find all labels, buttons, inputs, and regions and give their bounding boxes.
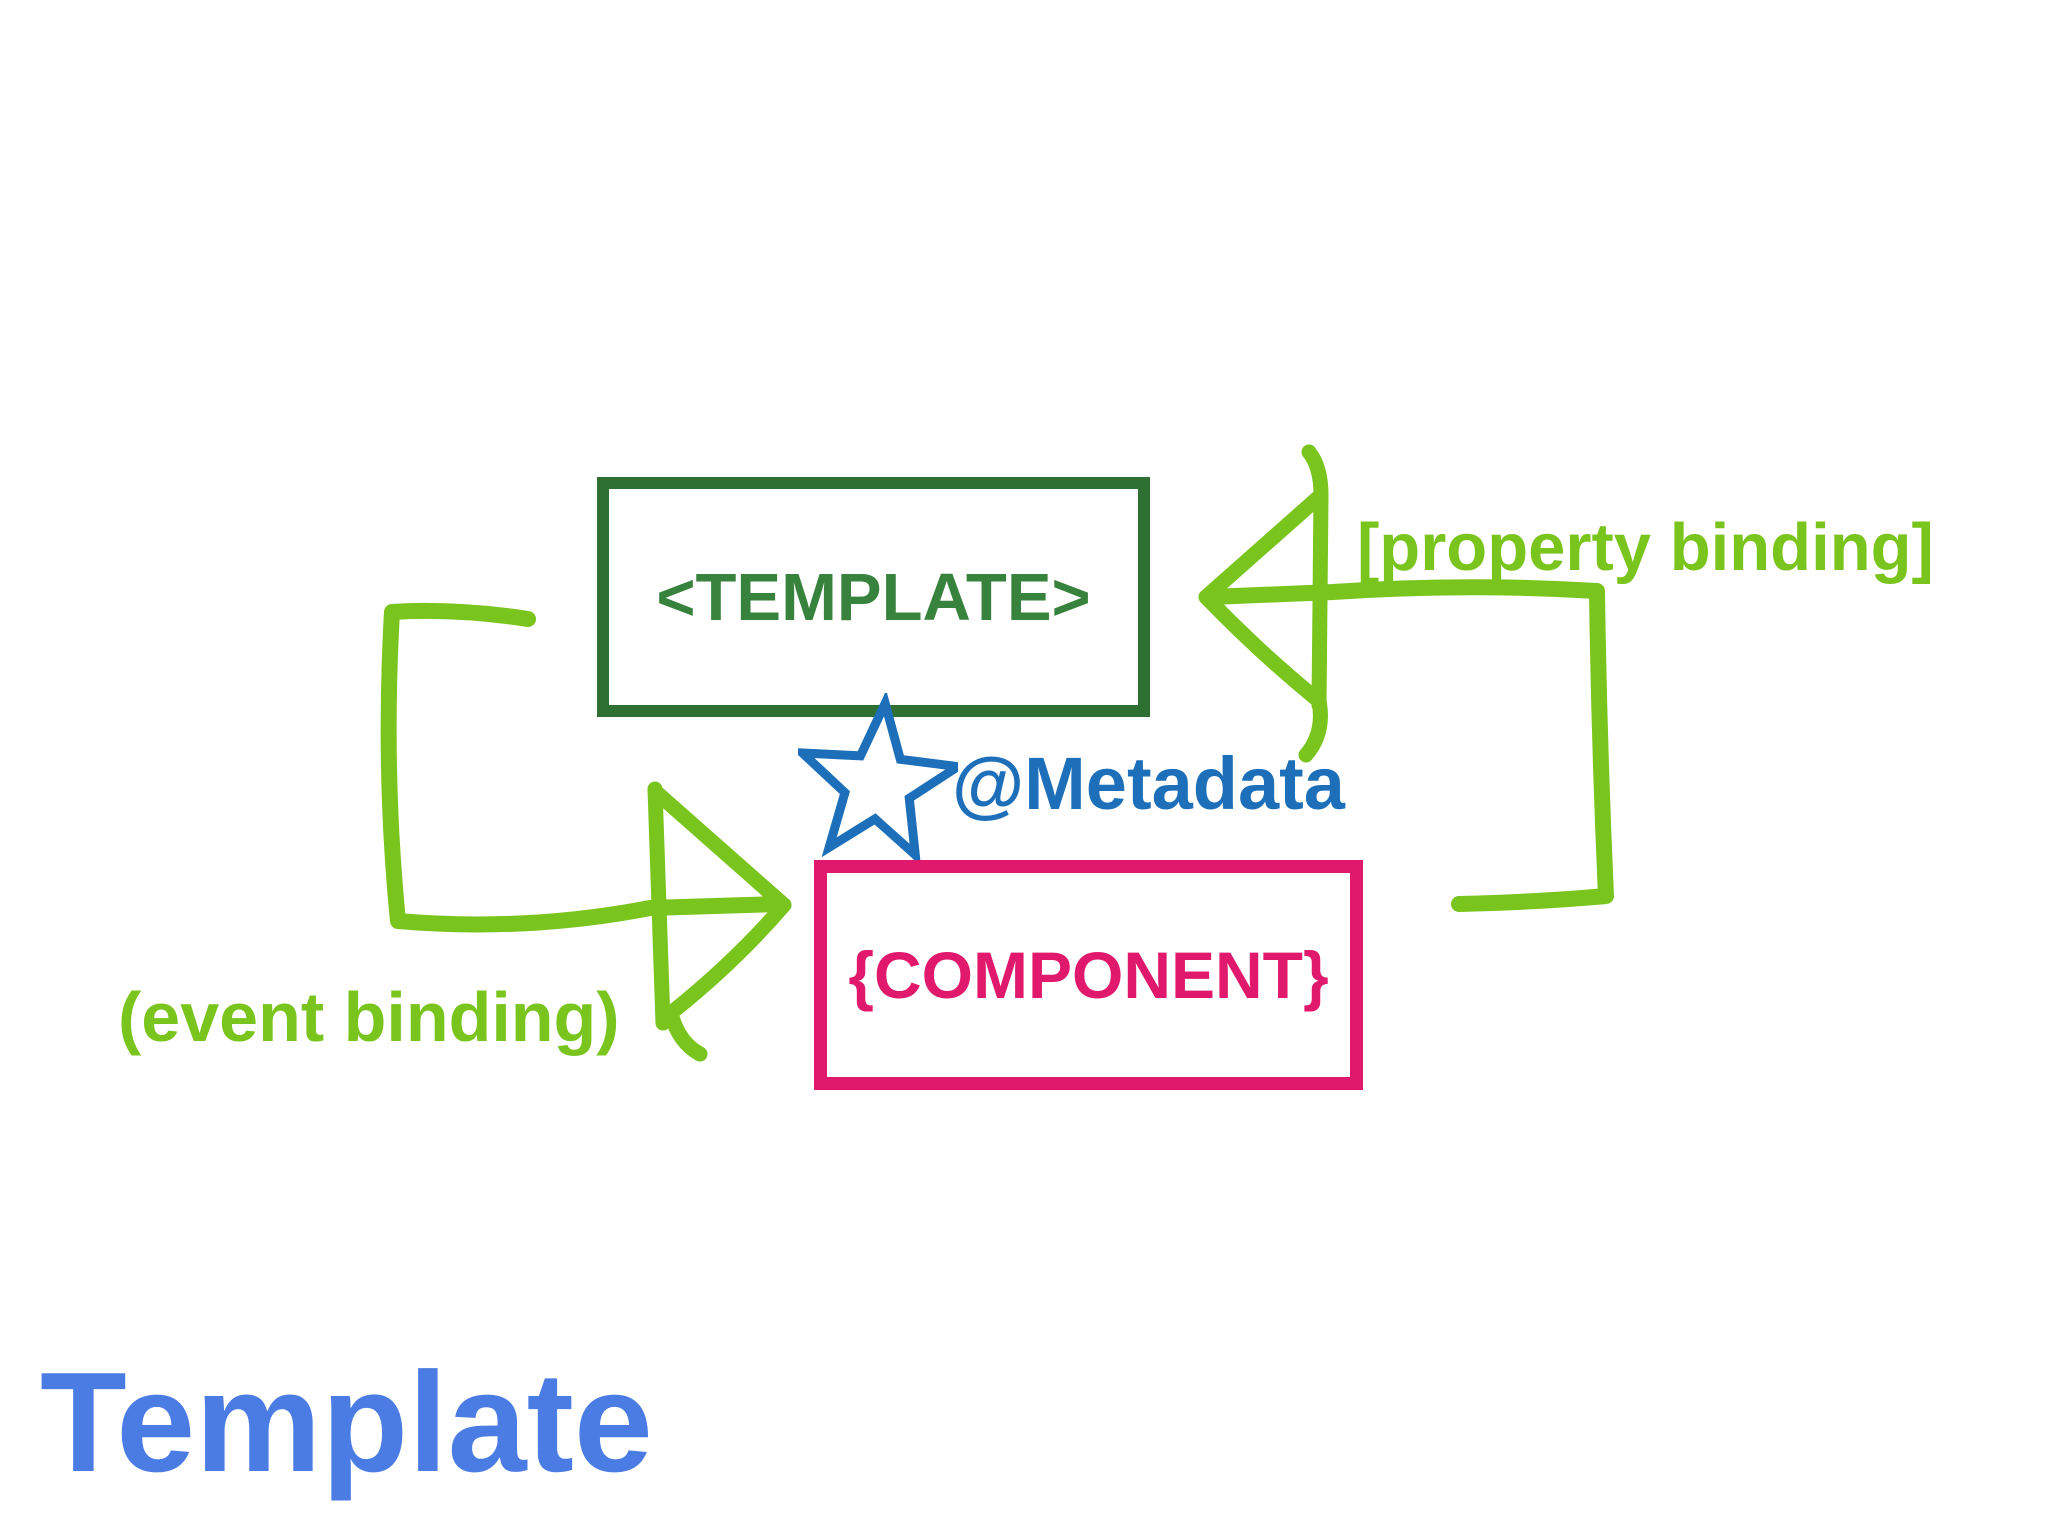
- event-binding-arrowhead-icon: [647, 781, 671, 1031]
- component-box: {COMPONENT}: [814, 860, 1363, 1090]
- template-box-label: <TEMPLATE>: [656, 559, 1091, 635]
- property-binding-arrowhead-icon: [1301, 444, 1329, 713]
- template-box: <TEMPLATE>: [597, 477, 1150, 717]
- metadata-label: @Metadata: [952, 742, 1345, 825]
- component-box-label: {COMPONENT}: [848, 938, 1329, 1012]
- event-binding-label: (event binding): [118, 978, 620, 1056]
- star-icon: [798, 693, 958, 866]
- page-title: Template: [40, 1343, 653, 1502]
- property-binding-label: [property binding]: [1357, 510, 1934, 585]
